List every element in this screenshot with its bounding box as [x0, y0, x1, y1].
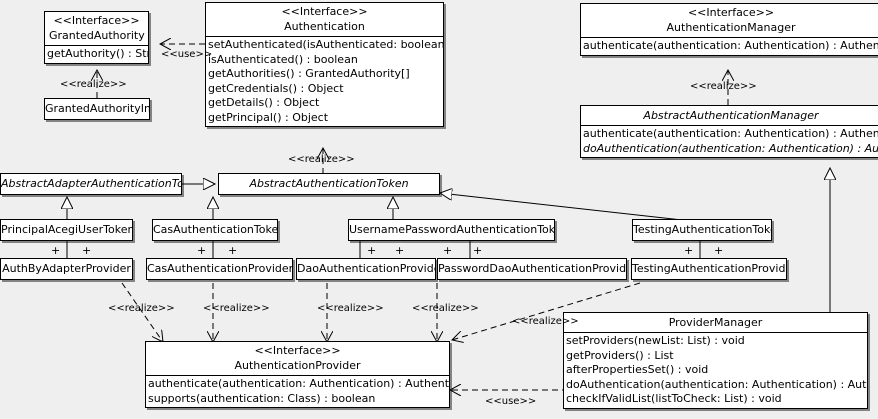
- operation: getAuthorities() : GrantedAuthority[]: [208, 67, 410, 80]
- divider: [581, 37, 878, 38]
- generalization-testingauthenticationtoken: [440, 193, 701, 223]
- relationship-label-realize-provider-5: <<realize>>: [512, 316, 579, 327]
- operation: getDetails() : Object: [208, 96, 320, 109]
- divider: [146, 375, 449, 376]
- class-name: PrincipalAcegiUserToken: [1, 223, 132, 236]
- class-cas-authentication-token[interactable]: CasAuthenticationToken: [152, 219, 278, 241]
- class-name: TestingAuthenticationProvider: [632, 262, 786, 275]
- class-name: UsernamePasswordAuthenticationToken: [349, 223, 554, 236]
- relationship-label-use-bottom: <<use>>: [485, 396, 537, 407]
- class-granted-authority-impl[interactable]: GrantedAuthorityImpl: [44, 98, 150, 120]
- operation: checkIfValidList(listToCheck: List) : vo…: [566, 392, 782, 405]
- class-header: <<Interface>> AuthenticationProvider: [146, 342, 449, 375]
- relationship-label-realize-provider-3: <<realize>>: [317, 303, 384, 314]
- operation: getCredentials() : Object: [208, 81, 344, 95]
- class-name: GrantedAuthority: [49, 29, 145, 42]
- operation: setAuthenticated(isAuthenticated: boolea…: [208, 38, 443, 51]
- operation: supports(authentication: Class) : boolea…: [148, 391, 376, 405]
- association-plus: +: [228, 244, 238, 257]
- operation: doAuthentication(authentication: Authent…: [583, 141, 878, 155]
- relationship-label-use-top: <<use>>: [161, 49, 213, 60]
- class-header: <<Interface>> GrantedAuthority: [45, 12, 148, 45]
- class-abstract-adapter-authentication-token[interactable]: AbstractAdapterAuthenticationToken: [0, 173, 182, 195]
- operations-compartment: setAuthenticated(isAuthenticated: boolea…: [206, 37, 443, 126]
- class-name: AuthByAdapterProvider: [2, 262, 131, 275]
- class-name: AbstractAuthenticationManager: [643, 109, 819, 122]
- class-abstract-authentication-token[interactable]: AbstractAuthenticationToken: [218, 173, 440, 195]
- association-plus: +: [367, 244, 377, 257]
- class-header: ProviderManager: [564, 313, 867, 332]
- class-username-password-authentication-token[interactable]: UsernamePasswordAuthenticationToken: [348, 219, 555, 241]
- class-header: <<Interface>> AuthenticationManager: [581, 4, 878, 37]
- association-plus: +: [395, 244, 405, 257]
- association-plus: +: [714, 244, 724, 257]
- class-name: AuthenticationManager: [666, 21, 796, 34]
- class-name: CasAuthenticationToken: [153, 223, 277, 236]
- class-header: <<Interface>> Authentication: [206, 3, 443, 36]
- relationship-label-realize-provider-2: <<realize>>: [203, 303, 270, 314]
- relationship-label-realize-provider-1: <<realize>>: [108, 303, 175, 314]
- class-granted-authority[interactable]: <<Interface>> GrantedAuthority getAuthor…: [44, 11, 149, 64]
- class-header: AbstractAuthenticationManager: [581, 106, 878, 125]
- class-name: AbstractAuthenticationToken: [249, 177, 409, 190]
- relationship-label-realize-authenticationmanager: <<realize>>: [690, 81, 757, 92]
- operations-compartment: setProviders(newList: List) : void getPr…: [564, 333, 867, 408]
- class-authentication-provider[interactable]: <<Interface>> AuthenticationProvider aut…: [145, 341, 450, 408]
- divider: [206, 36, 443, 37]
- stereotype-label: <<Interface>>: [254, 344, 341, 357]
- class-name: Authentication: [284, 20, 365, 33]
- operation: authenticate(authentication: Authenticat…: [148, 377, 449, 390]
- association-plus: +: [684, 244, 694, 257]
- class-name: AuthenticationProvider: [234, 359, 361, 372]
- relationship-label-realize-grantedauthority: <<realize>>: [60, 79, 127, 90]
- class-dao-authentication-provider[interactable]: DaoAuthenticationProvider: [296, 258, 436, 280]
- class-name: ProviderManager: [668, 316, 763, 329]
- class-principal-acegi-user-token[interactable]: PrincipalAcegiUserToken: [0, 219, 133, 241]
- divider: [45, 45, 148, 46]
- association-plus: +: [473, 244, 483, 257]
- stereotype-label: <<Interface>>: [53, 14, 140, 27]
- operations-compartment: getAuthority() : String: [45, 46, 148, 63]
- class-name: PasswordDaoAuthenticationProvider: [438, 262, 626, 275]
- operation: setProviders(newList: List) : void: [566, 334, 745, 347]
- operation: authenticate(authentication: Authenticat…: [583, 127, 878, 140]
- class-name: AbstractAdapterAuthenticationToken: [1, 177, 181, 190]
- class-authentication[interactable]: <<Interface>> Authentication setAuthenti…: [205, 2, 444, 127]
- class-password-dao-authentication-provider[interactable]: PasswordDaoAuthenticationProvider: [437, 258, 627, 280]
- association-plus: +: [51, 244, 61, 257]
- operation: authenticate(authentication: Authenticat…: [583, 39, 878, 52]
- operation: isAuthenticated() : boolean: [208, 52, 358, 66]
- operation: getProviders() : List: [566, 348, 674, 362]
- operations-compartment: authenticate(authentication: Authenticat…: [146, 376, 449, 407]
- operation: getPrincipal() : Object: [208, 110, 329, 124]
- class-authentication-manager[interactable]: <<Interface>> AuthenticationManager auth…: [580, 3, 878, 56]
- divider: [564, 332, 867, 333]
- operation: getAuthority() : String: [47, 47, 148, 60]
- class-testing-authentication-provider[interactable]: TestingAuthenticationProvider: [631, 258, 787, 280]
- divider: [581, 125, 878, 126]
- relationship-label-realize-provider-4: <<realize>>: [412, 303, 479, 314]
- class-name: CasAuthenticationProvider: [147, 262, 292, 275]
- association-plus: +: [82, 244, 92, 257]
- class-name: TestingAuthenticationToken: [633, 223, 771, 236]
- stereotype-label: <<Interface>>: [281, 5, 368, 18]
- operation: afterPropertiesSet() : void: [566, 363, 709, 376]
- class-testing-authentication-token[interactable]: TestingAuthenticationToken: [632, 219, 772, 241]
- class-auth-by-adapter-provider[interactable]: AuthByAdapterProvider: [0, 258, 133, 280]
- class-abstract-authentication-manager[interactable]: AbstractAuthenticationManager authentica…: [580, 105, 878, 158]
- class-name: GrantedAuthorityImpl: [45, 102, 149, 115]
- association-plus: +: [443, 244, 453, 257]
- operation: doAuthentication(authentication: Authent…: [566, 377, 867, 391]
- stereotype-label: <<Interface>>: [687, 6, 775, 19]
- operations-compartment: authenticate(authentication: Authenticat…: [581, 38, 878, 55]
- relationship-label-realize-authenticationtoken: <<realize>>: [288, 154, 355, 165]
- operations-compartment: authenticate(authentication: Authenticat…: [581, 126, 878, 157]
- class-name: DaoAuthenticationProvider: [297, 262, 435, 275]
- association-plus: +: [197, 244, 207, 257]
- class-provider-manager[interactable]: ProviderManager setProviders(newList: Li…: [563, 312, 868, 409]
- class-cas-authentication-provider[interactable]: CasAuthenticationProvider: [146, 258, 293, 280]
